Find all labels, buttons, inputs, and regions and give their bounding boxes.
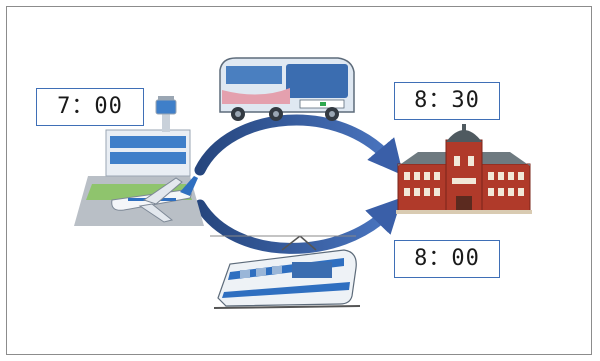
arrow-icon — [200, 120, 392, 170]
time-label-bus-arrival: 8：30 — [394, 82, 500, 120]
time-label-airport: 7：00 — [36, 88, 144, 126]
station-icon — [396, 124, 532, 214]
bus-icon — [220, 58, 354, 121]
time-label-train-arrival: 8：00 — [394, 240, 500, 278]
arrow-icon — [200, 205, 390, 248]
